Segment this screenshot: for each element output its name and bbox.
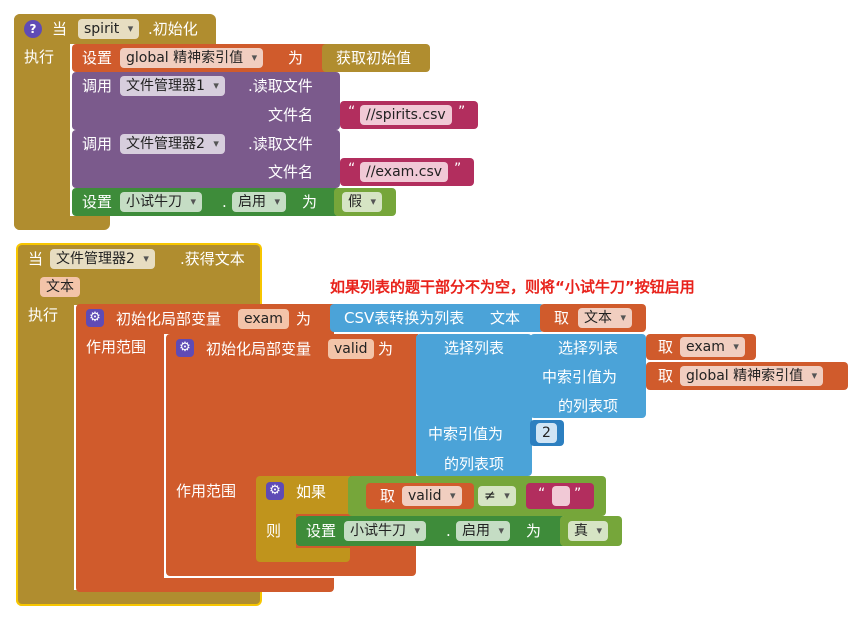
get-label: 取 — [380, 487, 396, 505]
enabled-property-dropdown[interactable]: 启用 — [232, 192, 286, 212]
set-button-enabled-true-block[interactable] — [296, 516, 566, 546]
do-label: 执行 — [24, 48, 55, 66]
spirit-initialize-event-footer — [14, 216, 110, 230]
event-name-label: .获得文本 — [180, 250, 245, 268]
get-label: 取 — [554, 309, 570, 327]
close-quote-icon: ” — [458, 104, 466, 120]
number-value[interactable]: 2 — [536, 423, 557, 443]
gear-icon[interactable]: ⚙ — [86, 309, 104, 327]
event-name-label: .初始化 — [148, 20, 198, 38]
index-label-1: 中索引值为 — [428, 425, 504, 443]
init-local-label: 初始化局部变量 — [206, 340, 312, 358]
get-label: 取 — [658, 338, 674, 356]
file-manager-2-dropdown[interactable]: 文件管理器2 — [120, 134, 225, 154]
help-icon[interactable]: ? — [24, 20, 42, 38]
dot-label: . — [446, 522, 451, 540]
scope-label: 作用范围 — [176, 482, 237, 500]
select-list-item-block-inner[interactable] — [530, 334, 646, 418]
close-quote-icon: ” — [574, 486, 582, 502]
event-when-label: 当 — [28, 250, 44, 268]
get-variable-exam-dropdown[interactable]: exam — [680, 337, 745, 357]
open-quote-icon: “ — [348, 161, 356, 177]
close-quote-icon: ” — [454, 161, 462, 177]
read-file-method-label: .读取文件 — [248, 135, 313, 153]
true-value-dropdown[interactable]: 真 — [568, 521, 608, 541]
do-label: 执行 — [28, 306, 59, 324]
set-label: 设置 — [82, 193, 113, 211]
call-label: 调用 — [82, 135, 113, 153]
file-manager-1-dropdown[interactable]: 文件管理器1 — [120, 76, 225, 96]
get-variable-text-dropdown[interactable]: 文本 — [578, 308, 632, 328]
csv-text-param-label: 文本 — [490, 309, 521, 327]
get-variable-global-dropdown[interactable]: global 精神索引值 — [680, 366, 824, 386]
empty-string-value[interactable] — [552, 486, 570, 506]
false-value-dropdown[interactable]: 假 — [342, 192, 382, 212]
read-file-method-label: .读取文件 — [248, 77, 313, 95]
filename-param-label: 文件名 — [268, 106, 314, 124]
open-quote-icon: “ — [538, 486, 546, 502]
gear-icon[interactable]: ⚙ — [266, 482, 284, 500]
call-label: 调用 — [82, 77, 113, 95]
then-label: 则 — [266, 522, 282, 540]
set-button-enabled-block[interactable] — [72, 188, 340, 216]
global-variable-dropdown[interactable]: global 精神索引值 — [120, 48, 264, 68]
get-start-value-block[interactable] — [322, 44, 430, 72]
init-local-label: 初始化局部变量 — [116, 310, 222, 328]
if-block-body[interactable] — [256, 514, 296, 550]
enabled-property-dropdown[interactable]: 启用 — [456, 521, 510, 541]
to-label: 为 — [302, 193, 318, 211]
to-label: 为 — [296, 310, 312, 328]
get-start-value-label: 获取初始值 — [336, 49, 412, 67]
local-variable-exam-block[interactable] — [76, 304, 334, 334]
csv-table-to-list-block[interactable] — [330, 304, 544, 332]
if-block-footer — [256, 548, 350, 562]
spirit-initialize-event-block[interactable] — [14, 14, 70, 230]
local-variable-name-exam[interactable]: exam — [238, 309, 289, 329]
local-variable-valid-block[interactable] — [166, 334, 418, 364]
filename-string-spirits[interactable]: //spirits.csv — [360, 105, 452, 125]
select-list-label: 选择列表 — [558, 339, 619, 357]
csv-to-list-label: CSV表转换为列表 — [344, 309, 465, 327]
local-variable-exam-scope[interactable] — [76, 334, 164, 580]
button-component-dropdown[interactable]: 小试牛刀 — [120, 192, 202, 212]
get-variable-valid-dropdown[interactable]: valid — [402, 486, 462, 506]
local-variable-name-valid[interactable]: valid — [328, 339, 374, 359]
set-label: 设置 — [82, 49, 113, 67]
if-label: 如果 — [296, 483, 327, 501]
get-label: 取 — [658, 367, 674, 385]
open-quote-icon: “ — [348, 104, 356, 120]
gear-icon[interactable]: ⚙ — [176, 339, 194, 357]
to-label: 为 — [288, 49, 304, 67]
local-variable-exam-footer — [76, 578, 334, 592]
filename-string-exam[interactable]: //exam.csv — [360, 162, 449, 182]
filename-param-label: 文件名 — [268, 163, 314, 181]
index-label-1: 中索引值为 — [542, 368, 618, 386]
component-dropdown-spirit[interactable]: spirit — [78, 19, 140, 39]
to-label: 为 — [526, 522, 542, 540]
file-got-text-event-body[interactable] — [16, 300, 74, 606]
file-manager-2-event-dropdown[interactable]: 文件管理器2 — [50, 249, 155, 269]
select-list-item-block-outer[interactable] — [416, 334, 532, 476]
dot-label: . — [222, 193, 227, 211]
compare-operator-dropdown[interactable]: ≠ — [478, 486, 516, 506]
button-component-dropdown[interactable]: 小试牛刀 — [344, 521, 426, 541]
comment-text: 如果列表的题干部分不为空，则将“小试牛刀”按钮启用 — [330, 278, 695, 296]
index-label-2: 的列表项 — [558, 397, 619, 415]
index-label-2: 的列表项 — [444, 455, 505, 473]
set-label: 设置 — [306, 522, 337, 540]
file-got-text-event-footer — [16, 590, 262, 606]
local-variable-valid-footer — [166, 562, 416, 576]
select-list-label: 选择列表 — [444, 339, 505, 357]
event-when-label: 当 — [52, 20, 68, 38]
event-param-text[interactable]: 文本 — [40, 277, 80, 297]
scope-label: 作用范围 — [86, 338, 147, 356]
to-label: 为 — [378, 340, 394, 358]
